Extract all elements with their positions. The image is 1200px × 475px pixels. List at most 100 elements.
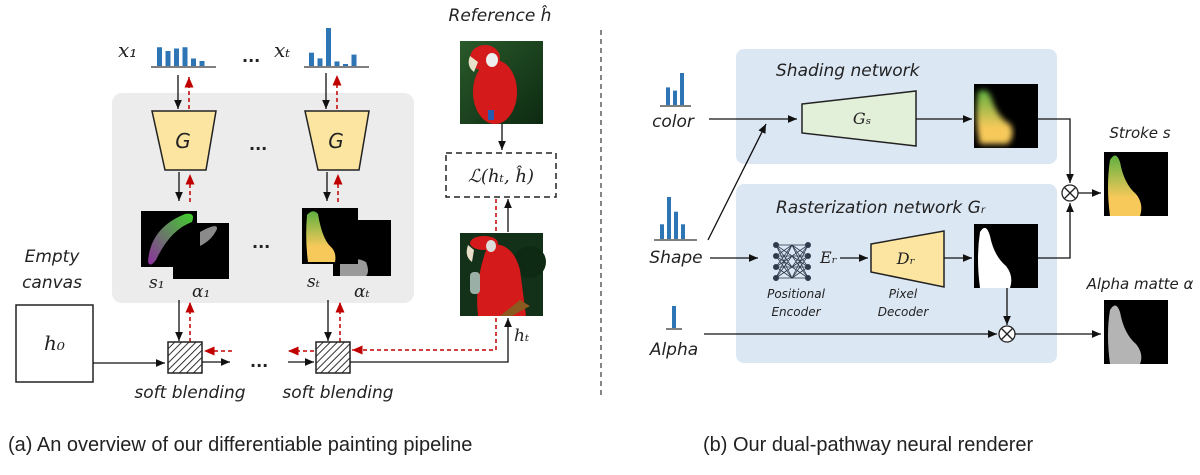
encoder-label: Eᵣ bbox=[819, 248, 838, 267]
param-bar bbox=[165, 51, 171, 66]
arrow-blendT-to-hT bbox=[350, 318, 512, 363]
ellipsis-generators: ... bbox=[249, 135, 267, 154]
decoder-label: Dᵣ bbox=[896, 249, 916, 268]
param-bar bbox=[309, 52, 314, 66]
param-bar bbox=[680, 73, 684, 105]
param-bar bbox=[674, 211, 678, 239]
encoder-edge bbox=[791, 255, 809, 279]
encoder-node bbox=[805, 242, 811, 248]
generator-label-1: G bbox=[175, 129, 191, 153]
stroke-T-shape bbox=[306, 211, 336, 262]
label-sT: sₜ bbox=[307, 272, 321, 292]
encoder-edge bbox=[791, 244, 809, 257]
input-label-color: color bbox=[652, 112, 695, 132]
param-bars-color bbox=[666, 73, 684, 105]
param-bars-shape bbox=[660, 197, 685, 239]
param-bar bbox=[191, 58, 196, 66]
soft-blending-1 bbox=[167, 341, 203, 374]
generator-label-T: G bbox=[328, 129, 344, 153]
param-bar bbox=[174, 48, 179, 66]
reference-image bbox=[460, 41, 543, 124]
param-bar bbox=[351, 54, 357, 66]
param-bar bbox=[673, 90, 677, 105]
decoder-caption-1: Pixel bbox=[889, 287, 918, 301]
hT-label: hₜ bbox=[514, 326, 530, 346]
shading-generator-label: Gₛ bbox=[853, 109, 871, 128]
param-bar bbox=[666, 87, 670, 105]
input-label-shape: Shape bbox=[649, 248, 702, 268]
param-bar bbox=[326, 28, 331, 66]
soft-blending-T bbox=[315, 341, 351, 374]
arrow-raster-to-multiply bbox=[1038, 203, 1074, 259]
encoder-edge bbox=[791, 244, 809, 279]
positional-encoder-icon bbox=[773, 242, 811, 281]
rasterization-title: Rasterization network Gᵣ bbox=[776, 198, 986, 218]
stroke-output-label: Stroke s bbox=[1109, 124, 1170, 142]
loss-box bbox=[445, 152, 557, 198]
encoder-node bbox=[805, 264, 811, 270]
encoder-caption-2: Encoder bbox=[771, 305, 821, 319]
encoder-edge bbox=[791, 266, 809, 279]
blend-label-1: soft blending bbox=[134, 383, 245, 403]
blend-label-T: soft blending bbox=[282, 383, 393, 403]
raster-output-image bbox=[974, 224, 1038, 288]
generator-G-1 bbox=[151, 110, 217, 171]
input-label-alpha: Alpha bbox=[649, 340, 698, 360]
label-s1: s₁ bbox=[149, 273, 165, 293]
encoder-edge bbox=[791, 244, 809, 268]
reference-label: Reference ĥ bbox=[449, 4, 552, 26]
label-alpha1: α₁ bbox=[192, 282, 210, 302]
encoder-edge bbox=[775, 244, 793, 268]
alpha-output-image bbox=[1104, 300, 1168, 364]
alpha-1-shape bbox=[200, 226, 218, 246]
encoder-node bbox=[805, 253, 811, 259]
arrow-shape-to-Gs bbox=[707, 123, 767, 241]
h0-label: h₀ bbox=[44, 331, 65, 355]
generator-G-T bbox=[304, 110, 370, 171]
ellipsis-blend: ... bbox=[250, 352, 268, 371]
ellipsis-strokes: ... bbox=[252, 233, 270, 252]
empty-canvas-label-1: Empty bbox=[25, 247, 81, 267]
grad-arrow-hT-to-blendT bbox=[352, 318, 497, 355]
param-bar bbox=[672, 306, 676, 328]
encoder-node bbox=[773, 264, 779, 270]
empty-canvas-label-2: canvas bbox=[22, 273, 82, 293]
encoder-caption-1: Positional bbox=[767, 287, 826, 301]
shading-title: Shading network bbox=[776, 61, 921, 81]
param-bar bbox=[343, 64, 348, 66]
hT-painted-image bbox=[460, 233, 546, 316]
ellipsis-top: ... bbox=[242, 47, 260, 66]
encoder-edge bbox=[775, 255, 793, 279]
encoder-node bbox=[773, 253, 779, 259]
param-bars-alpha bbox=[672, 306, 676, 328]
loss-label: ℒ(hₜ, ĥ) bbox=[468, 164, 534, 187]
multiply-node-stroke bbox=[1061, 184, 1079, 202]
param-bar bbox=[182, 47, 188, 66]
empty-canvas-box bbox=[15, 304, 94, 383]
stroke-output-image bbox=[1104, 152, 1168, 216]
input-label-x1: x₁ bbox=[118, 38, 137, 62]
param-bar bbox=[334, 61, 340, 66]
param-bar bbox=[660, 224, 664, 239]
arrow-shading-to-multiply bbox=[1038, 118, 1074, 183]
caption-a: (a) An overview of our differentiable pa… bbox=[8, 434, 472, 456]
encoder-node bbox=[805, 275, 811, 281]
param-bar bbox=[199, 61, 205, 66]
multiply-node-alpha bbox=[998, 325, 1016, 343]
param-bars-x1 bbox=[157, 47, 205, 66]
param-bar bbox=[667, 197, 671, 239]
decoder-caption-2: Decoder bbox=[878, 305, 930, 319]
param-bar bbox=[681, 224, 685, 239]
shading-output-image bbox=[974, 84, 1038, 148]
pixel-decoder-Dr bbox=[870, 230, 945, 288]
stroke-1-shape bbox=[148, 213, 194, 265]
encoder-edge bbox=[775, 244, 793, 279]
param-bar bbox=[157, 47, 162, 66]
param-bar bbox=[317, 58, 323, 66]
shading-generator-Gs bbox=[801, 90, 917, 147]
encoder-edge bbox=[775, 244, 793, 257]
input-label-xT: xₜ bbox=[274, 38, 290, 62]
encoder-node bbox=[773, 242, 779, 248]
param-bars-xT bbox=[309, 28, 357, 66]
